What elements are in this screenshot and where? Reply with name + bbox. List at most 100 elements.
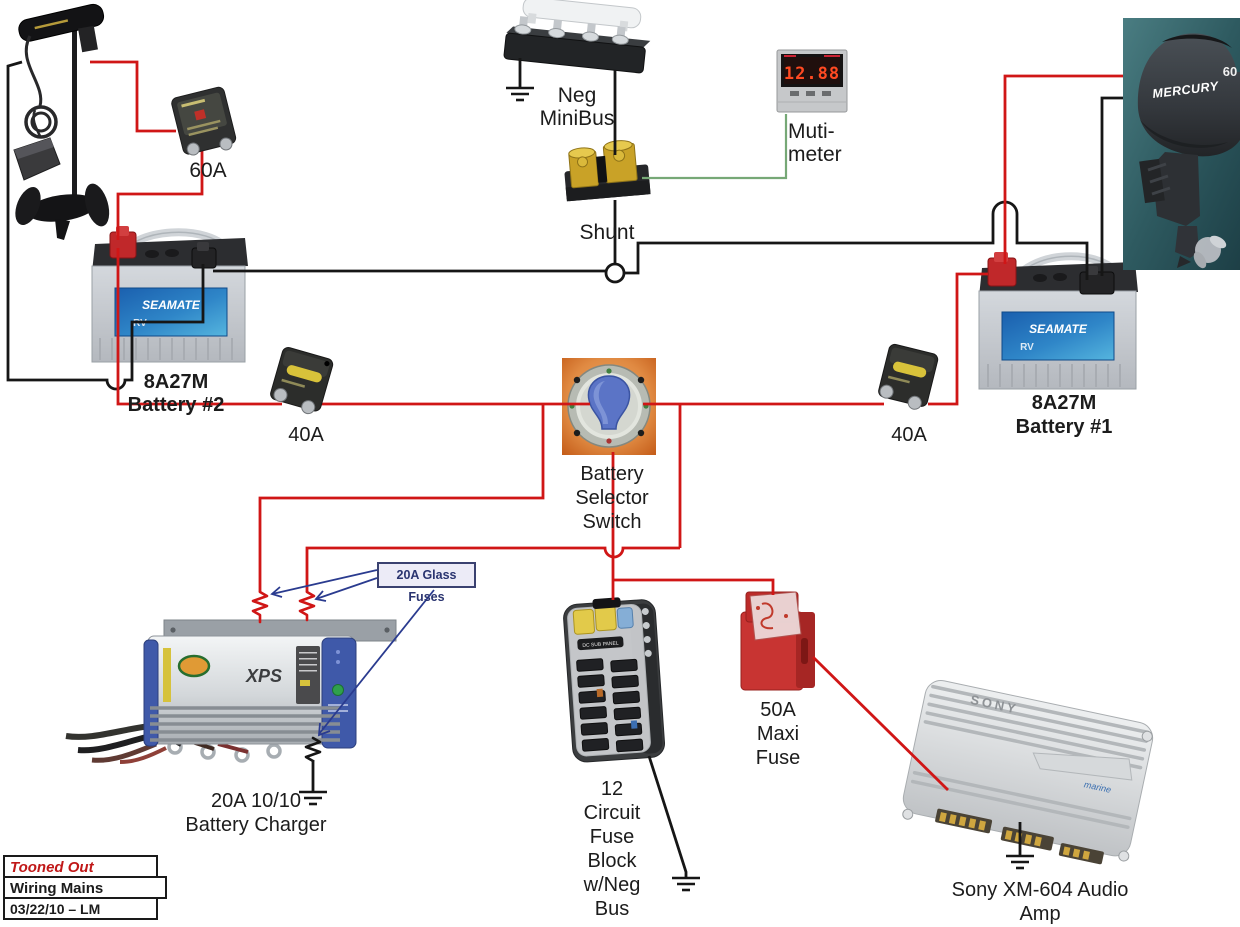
label-fuse-block: 12 Circuit Fuse Block w/Neg Bus (584, 777, 641, 921)
annotation-arrows (270, 569, 435, 737)
fuse-block-illustration: DC SUB PANEL (563, 597, 666, 763)
label-battery-charger: 20A 10/10 Battery Charger (185, 789, 326, 837)
ground-symbol-charger (299, 790, 327, 806)
label-multimeter-line1: Muti- (788, 120, 835, 143)
trolling-motor-illustration (13, 3, 110, 240)
fuse-block-panel-text: DC SUB PANEL (582, 640, 619, 649)
battery1-positive-terminal (987, 257, 1017, 287)
label-neg-minibus: Neg MiniBus (540, 84, 615, 130)
ground-symbol-fuseblock (672, 876, 700, 892)
wire-battery2-pos-to-breaker40-left (116, 248, 282, 406)
battery-1-illustration: SEAMATE RV (978, 252, 1138, 390)
glass-fuse-symbols (251, 590, 322, 763)
multimeter-reading: 12.88 (784, 64, 840, 84)
charger-brand-text: XPS (245, 666, 282, 686)
glass-fuse-symbol-charger-neg (304, 736, 322, 763)
note-glass-fuses: 20A Glass Fuses (377, 562, 476, 604)
battery-2-illustration: SEAMATE RV (91, 226, 248, 363)
ring-terminal (266, 743, 282, 759)
outboard-hp-text: 60 (1223, 64, 1237, 79)
battery2-brand: SEAMATE (142, 298, 201, 312)
label-battery-1: 8A27M Battery #1 (1016, 391, 1113, 439)
selector-switch-illustration (562, 358, 656, 455)
wire-tee-to-charger-bank1 (258, 404, 545, 592)
label-breaker-40a-left: 40A (288, 424, 324, 446)
label-maxi-fuse-line3: Fuse (755, 747, 801, 769)
label-fuse-block-line6: Bus (594, 898, 630, 920)
breaker-60a-illustration (171, 86, 237, 156)
ground-symbol-amp (1006, 854, 1034, 870)
battery2-brand-sub: RV (133, 318, 147, 329)
label-fuse-block-line4: Block (587, 850, 637, 872)
motor-lower-unit (27, 194, 97, 222)
outboard-cowl (1137, 33, 1240, 157)
wire-maxifuse-to-amp (812, 656, 949, 791)
label-neg-minibus-line2: MiniBus (539, 107, 615, 130)
label-selector-line2: Selector (575, 487, 649, 509)
wire-breaker60-to-battery2-pos (116, 148, 204, 240)
audio-amp-illustration: SONY marine (902, 680, 1154, 865)
wire-to-charger-bank2 (305, 546, 680, 592)
label-battery2-model: 8A27M (143, 371, 209, 393)
wire-motor-to-breaker60 (90, 60, 176, 133)
battery1-brand: SEAMATE (1029, 322, 1088, 336)
wire-shunt-to-multimeter (642, 114, 788, 180)
charger-logo (177, 654, 211, 678)
arrow-to-right-fuse (315, 577, 378, 600)
breaker-40a-left-illustration (270, 347, 334, 415)
title-block-date: 03/22/10 – LM (3, 897, 158, 920)
label-maxi-fuse-line2: Maxi (756, 723, 800, 745)
ground-symbols (299, 86, 1034, 892)
label-fuse-block-line5: w/Neg (583, 874, 641, 896)
glass-fuse-symbol-right (298, 590, 316, 622)
label-battery2-name: Battery #2 (127, 394, 225, 416)
label-selector-line3: Switch (582, 511, 642, 533)
label-multimeter-line2: meter (788, 143, 842, 166)
arrow-to-charger-neg-fuse (318, 589, 435, 735)
title-block-brand: Tooned Out (3, 855, 158, 878)
label-maxi-fuse-line1: 50A (760, 699, 796, 721)
battery1-brand-sub: RV (1020, 342, 1034, 353)
outboard-illustration: MERCURY 60 (1123, 18, 1240, 270)
ground-symbol-minibus (506, 86, 534, 102)
label-maxi-fuse: 50A Maxi Fuse (756, 698, 800, 770)
title-block-title: Wiring Mains Diagram (3, 876, 167, 916)
wire-tee-to-maxifuse (613, 578, 775, 595)
label-battery-2: 8A27M Battery #2 (128, 371, 225, 417)
label-selector-line1: Battery (580, 463, 644, 485)
label-fuse-block-line2: Circuit (583, 802, 641, 824)
label-breaker-40a-right: 40A (891, 424, 927, 446)
wire-battery1-neg-to-outboard (1100, 96, 1130, 276)
fuse-slots (576, 658, 644, 753)
battery-ribs (99, 338, 233, 360)
wire-fuseblock-ground-stem (647, 755, 688, 878)
breaker-40a-right-illustration (878, 343, 939, 410)
wire-breaker40-right-to-battery1-pos (928, 272, 988, 406)
label-amp-line1: Sony XM-604 Audio (951, 879, 1129, 901)
amp-terminals (935, 808, 1104, 865)
label-fuse-block-line3: Fuse (589, 826, 635, 848)
wire-battery1-pos-to-outboard (1003, 74, 1130, 264)
battery-ribs (987, 364, 1121, 387)
multimeter-illustration: 12.88 (776, 49, 848, 113)
maxi-fuse-illustration (740, 591, 815, 691)
label-charger-line1: 20A 10/10 (210, 790, 302, 812)
label-multimeter: Muti- meter (788, 120, 842, 166)
label-charger-line2: Battery Charger (185, 814, 327, 836)
glass-fuse-symbol-left (251, 590, 269, 624)
label-fuse-block-line1: 12 (600, 778, 624, 800)
neg-minibus-illustration (503, 0, 651, 74)
battery-charger-illustration: XPS (65, 619, 397, 764)
label-shunt: Shunt (579, 221, 635, 244)
label-audio-amp: Sony XM-604 Audio Amp (952, 878, 1129, 926)
battery1-negative-terminal (1079, 271, 1115, 295)
label-breaker-60a: 60A (189, 159, 227, 182)
arrow-to-left-fuse (271, 569, 378, 595)
label-amp-line2: Amp (1019, 903, 1061, 925)
charger-power-led (332, 684, 344, 696)
label-selector-switch: Battery Selector Switch (575, 462, 648, 534)
label-neg-minibus-line1: Neg (557, 84, 597, 107)
shunt-illustration (564, 140, 651, 202)
